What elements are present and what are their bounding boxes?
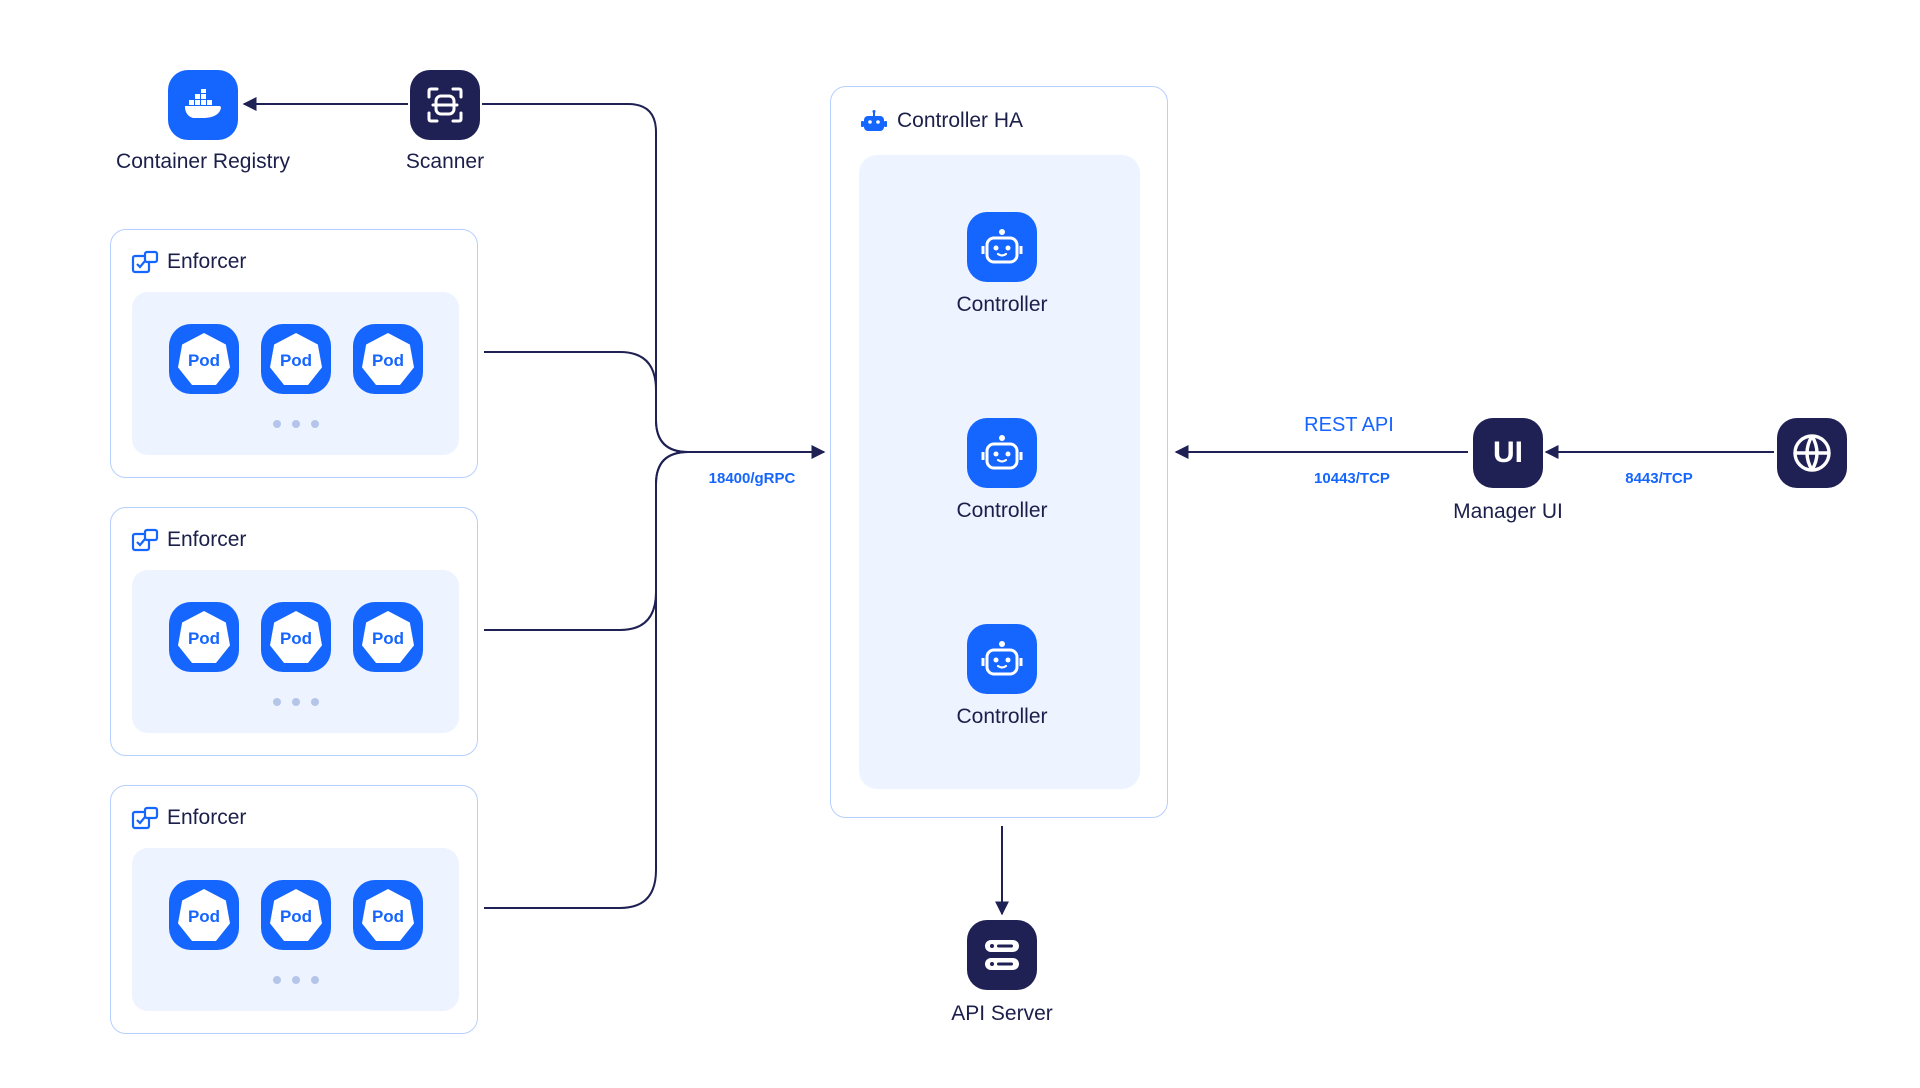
manager-ui-tile[interactable]: UI [1473, 418, 1543, 488]
web-browser-tile[interactable] [1777, 418, 1847, 488]
ui-badge: UI [1493, 436, 1523, 469]
controller-tile[interactable] [967, 624, 1037, 694]
pod-icon[interactable]: Pod [353, 880, 423, 950]
server-icon [985, 940, 1019, 970]
pod-icon[interactable]: Pod [169, 880, 239, 950]
container-registry-tile[interactable] [168, 70, 238, 140]
rest-api-label: REST API [1304, 414, 1394, 436]
pod-icon[interactable]: Pod [353, 324, 423, 394]
scan-icon [427, 87, 463, 123]
enforcer-title: Enforcer [167, 806, 247, 829]
rest-api-port-label: 10443/TCP [1314, 470, 1390, 487]
pod-icon[interactable]: Pod [261, 880, 331, 950]
enforcer-box-3[interactable]: Enforcer Pod Pod Pod [110, 785, 478, 1034]
enforcer-icon [131, 806, 159, 830]
pod-group: Pod Pod Pod [132, 570, 459, 733]
more-dots [273, 420, 319, 428]
pod-icon[interactable]: Pod [169, 602, 239, 672]
pod-icon[interactable]: Pod [353, 602, 423, 672]
enforcer-2-link [484, 451, 689, 631]
pod-group: Pod Pod Pod [132, 848, 459, 1011]
controller-tile[interactable] [967, 212, 1037, 282]
manager-ui-label: Manager UI [1453, 500, 1563, 523]
api-server-tile[interactable] [967, 920, 1037, 990]
globe-icon [1793, 434, 1831, 472]
robot-icon [861, 110, 887, 131]
container-registry-label: Container Registry [116, 150, 290, 173]
pod-icon[interactable]: Pod [261, 602, 331, 672]
pod-group: Pod Pod Pod [132, 292, 459, 455]
scanner-label: Scanner [405, 150, 485, 173]
grpc-port-label: 18400/gRPC [708, 470, 796, 487]
robot-icon [981, 229, 1023, 264]
more-dots [273, 698, 319, 706]
pod-icon[interactable]: Pod [261, 324, 331, 394]
enforcer-title: Enforcer [167, 528, 247, 551]
scanner-tile[interactable] [410, 70, 480, 140]
robot-icon [981, 435, 1023, 470]
web-port-label: 8443/TCP [1625, 470, 1693, 487]
controller-label: Controller [956, 499, 1048, 522]
enforcer-3-link [484, 451, 689, 909]
enforcer-icon [131, 250, 159, 274]
controller-label: Controller [956, 705, 1048, 728]
enforcer-title: Enforcer [167, 250, 247, 273]
enforcer-box-1[interactable]: Enforcer Pod Pod Pod [110, 229, 478, 478]
controller-label: Controller [956, 293, 1048, 316]
pod-icon[interactable]: Pod [169, 324, 239, 394]
controller-ha-title: Controller HA [897, 109, 1024, 132]
enforcer-icon [131, 528, 159, 552]
more-dots [273, 976, 319, 984]
enforcer-box-2[interactable]: Enforcer Pod Pod Pod [110, 507, 478, 756]
controller-tile[interactable] [967, 418, 1037, 488]
scanner-link [482, 103, 689, 453]
enforcer-1-link [484, 351, 689, 453]
robot-icon [981, 641, 1023, 676]
api-server-label: API Server [951, 1002, 1053, 1025]
docker-icon [185, 89, 221, 118]
